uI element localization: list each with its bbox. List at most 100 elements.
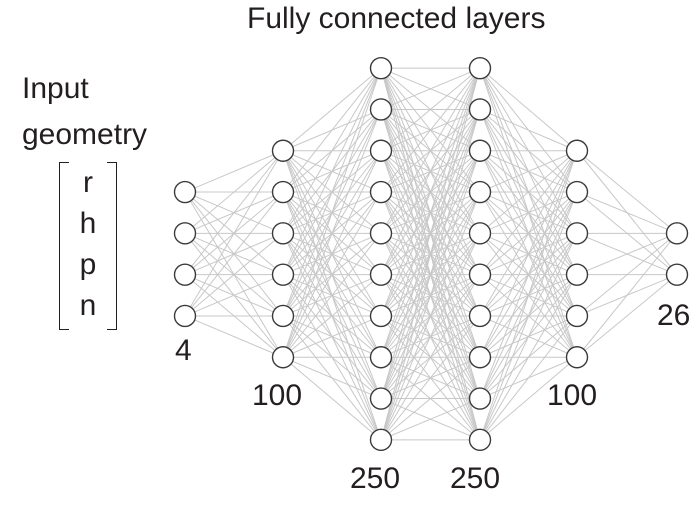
node-hidden-4-0: [565, 139, 589, 162]
edge-hidden-3-1-to-hidden-4-0: [479, 108, 578, 152]
edge-hidden-3-8-to-hidden-4-0: [479, 150, 578, 399]
node-hidden-4-5: [565, 346, 589, 369]
edge-hidden-1-5-to-hidden-2-6: [282, 315, 382, 358]
node-hidden-1-4: [271, 304, 295, 328]
node-input-1: [173, 222, 197, 245]
edge-hidden-4-1-to-output-0: [576, 191, 678, 234]
edge-hidden-2-9-to-hidden-3-6: [380, 315, 481, 441]
edge-hidden-1-4-to-hidden-2-0: [282, 67, 382, 317]
input-variable-r: r: [83, 166, 93, 199]
edge-hidden-4-5-to-output-0: [576, 233, 678, 358]
input-label-line1: Input: [22, 72, 89, 105]
edge-hidden-1-5-to-hidden-2-1: [282, 109, 382, 358]
edge-hidden-3-7-to-hidden-4-0: [479, 150, 578, 358]
node-hidden-3-0: [468, 56, 492, 80]
node-input-2: [173, 263, 197, 286]
layer-size-hidden-3: 250: [450, 462, 501, 495]
edge-hidden-3-9-to-hidden-4-2: [479, 233, 578, 441]
node-hidden-2-4: [369, 222, 393, 245]
node-hidden-3-1: [468, 98, 492, 121]
edge-hidden-1-0-to-hidden-2-0: [282, 67, 382, 152]
node-hidden-3-6: [468, 304, 492, 328]
node-hidden-2-8: [369, 387, 393, 410]
node-hidden-4-4: [565, 304, 589, 328]
edge-input-2-to-hidden-1-0: [184, 150, 284, 275]
edge-hidden-3-4-to-hidden-4-0: [479, 150, 578, 234]
edge-hidden-1-5-to-hidden-2-9: [282, 356, 382, 441]
edge-hidden-2-1-to-hidden-3-0: [380, 67, 481, 110]
node-output-0: [665, 222, 689, 245]
edge-hidden-2-5-to-hidden-3-0: [380, 67, 481, 275]
node-hidden-1-5: [271, 346, 295, 369]
edge-hidden-2-9-to-hidden-3-7: [380, 356, 481, 441]
node-hidden-1-1: [271, 180, 295, 204]
edge-hidden-1-5-to-hidden-2-3: [282, 191, 382, 358]
node-hidden-2-6: [369, 304, 393, 328]
input-variable-h: h: [79, 207, 97, 240]
node-hidden-4-3: [565, 263, 589, 286]
edge-hidden-4-4-to-output-0: [576, 232, 678, 317]
node-hidden-3-3: [468, 180, 492, 204]
node-hidden-1-0: [271, 139, 295, 162]
edge-hidden-3-3-to-hidden-4-0: [479, 150, 578, 193]
edge-hidden-2-8-to-hidden-3-0: [380, 68, 481, 399]
edge-hidden-1-5-to-hidden-2-4: [282, 233, 382, 358]
node-hidden-2-0: [369, 56, 393, 80]
node-hidden-3-8: [468, 387, 492, 410]
edge-input-3-to-hidden-1-2: [184, 232, 284, 317]
edges: [184, 67, 678, 441]
edge-hidden-2-9-to-hidden-3-0: [380, 68, 481, 440]
layer-size-input: 4: [175, 334, 192, 367]
diagram-title: Fully connected layers: [247, 2, 546, 35]
layer-size-hidden-1: 100: [252, 379, 303, 412]
edge-hidden-3-9-to-hidden-4-4: [479, 315, 578, 441]
edge-hidden-1-5-to-hidden-2-0: [282, 67, 382, 358]
node-hidden-4-2: [565, 222, 589, 245]
edge-input-3-to-hidden-1-1: [184, 191, 284, 317]
node-hidden-2-7: [369, 346, 393, 369]
edge-hidden-3-9-to-hidden-4-3: [479, 274, 578, 441]
edge-input-3-to-hidden-1-3: [184, 274, 284, 317]
edge-hidden-2-9-to-hidden-3-5: [380, 274, 481, 441]
edge-hidden-1-5-to-hidden-2-2: [282, 150, 382, 358]
node-hidden-3-9: [468, 428, 492, 452]
edge-hidden-1-1-to-hidden-2-0: [282, 67, 382, 193]
edge-hidden-3-9-to-hidden-4-5: [479, 356, 578, 441]
edge-input-1-to-hidden-1-0: [184, 150, 284, 234]
node-hidden-2-3: [369, 180, 393, 204]
node-hidden-2-9: [369, 428, 393, 452]
edge-hidden-2-6-to-hidden-3-0: [380, 67, 481, 317]
node-hidden-4-1: [565, 180, 589, 204]
edge-hidden-3-6-to-hidden-4-0: [479, 150, 578, 317]
left-bracket: [59, 162, 69, 330]
edge-hidden-2-9-to-hidden-3-8: [380, 398, 481, 441]
edge-hidden-1-5-to-hidden-2-8: [282, 356, 382, 400]
node-hidden-3-7: [468, 346, 492, 369]
edge-hidden-3-9-to-hidden-4-0: [479, 150, 578, 441]
edge-hidden-2-9-to-hidden-3-2: [380, 150, 481, 441]
node-hidden-1-2: [271, 222, 295, 245]
edge-hidden-2-9-to-hidden-3-4: [380, 233, 481, 441]
node-output-1: [665, 263, 689, 286]
input-label-line2: geometry: [22, 118, 148, 151]
edge-hidden-3-9-to-hidden-4-1: [479, 191, 578, 441]
node-hidden-2-1: [369, 98, 393, 121]
input-variable-n: n: [79, 289, 97, 322]
edge-hidden-2-7-to-hidden-3-0: [380, 67, 481, 358]
edge-hidden-2-3-to-hidden-3-0: [380, 67, 481, 193]
edge-hidden-3-5-to-hidden-4-0: [479, 150, 578, 275]
edge-hidden-2-2-to-hidden-3-0: [380, 67, 481, 152]
node-hidden-1-3: [271, 263, 295, 286]
edge-hidden-2-9-to-hidden-3-1: [380, 109, 481, 440]
node-hidden-3-4: [468, 222, 492, 245]
edge-hidden-2-9-to-hidden-3-3: [380, 191, 481, 441]
layer-size-hidden-2: 250: [350, 462, 401, 495]
edge-hidden-1-2-to-hidden-2-0: [282, 67, 382, 234]
right-bracket: [107, 162, 117, 330]
node-input-0: [173, 180, 197, 204]
node-input-3: [173, 304, 197, 328]
nodes: [173, 56, 689, 452]
edge-input-0-to-hidden-1-0: [184, 150, 284, 193]
edge-hidden-4-3-to-output-0: [576, 232, 678, 276]
